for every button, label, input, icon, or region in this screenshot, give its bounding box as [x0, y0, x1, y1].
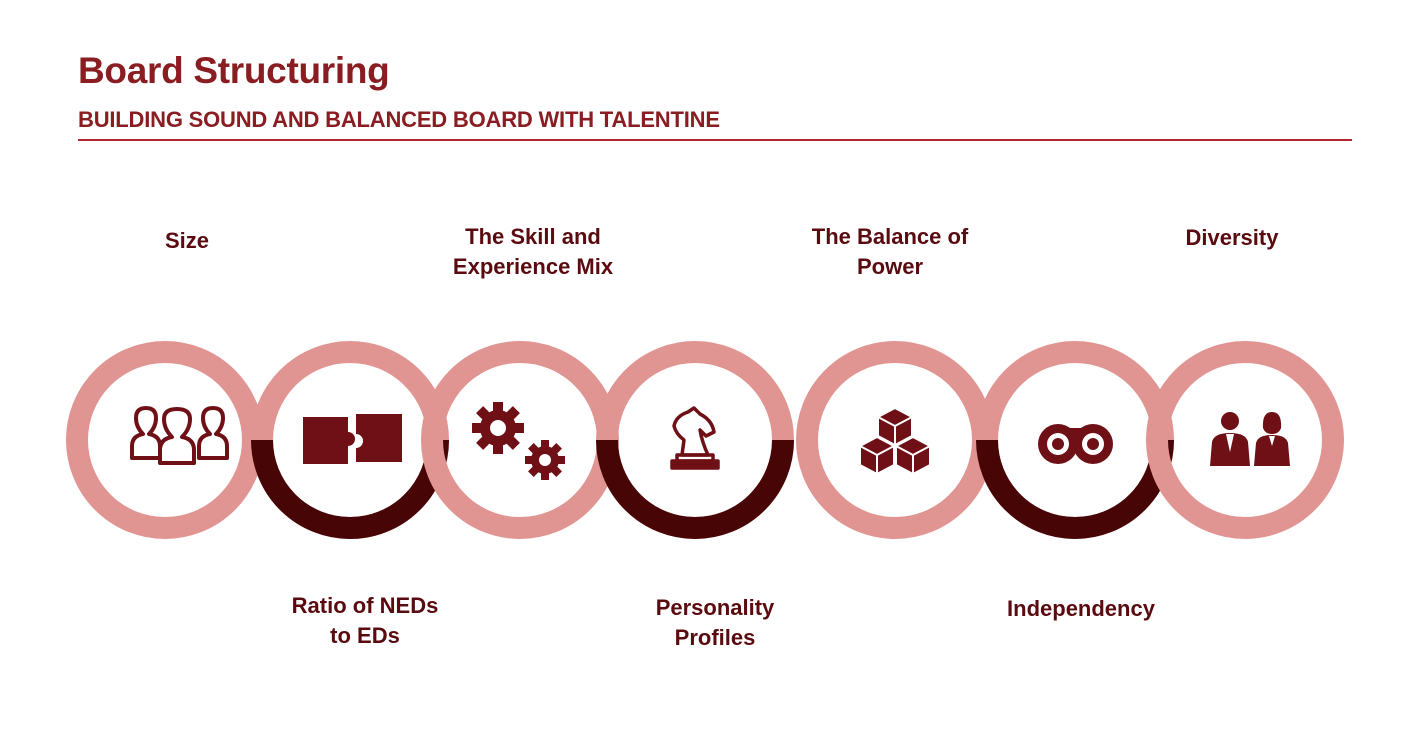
- chess-knight-icon: [670, 406, 720, 470]
- label-ratio-neds: Ratio of NEDs to EDs: [291, 593, 439, 648]
- label-balance-power: The Balance of Power: [811, 224, 969, 279]
- group-icon: [130, 406, 229, 465]
- label-size: Size: [164, 228, 210, 253]
- label-personality: Personality Profiles: [655, 595, 775, 650]
- page-subtitle: BUILDING SOUND AND BALANCED BOARD WITH T…: [78, 107, 720, 132]
- ring-personality: [596, 341, 794, 539]
- ring-skill-mix: [421, 341, 619, 539]
- label-skill-mix: The Skill and Experience Mix: [452, 224, 614, 279]
- ring-diversity: [1146, 341, 1344, 539]
- label-diversity: Diversity: [1185, 225, 1279, 250]
- puzzle-icon: [303, 414, 402, 464]
- label-independency: Independency: [1007, 596, 1155, 621]
- gears-icon: [472, 402, 565, 480]
- page-title: Board Structuring: [78, 50, 390, 91]
- binoculars-icon: [1038, 424, 1113, 464]
- title-divider: [78, 139, 1352, 141]
- cubes-icon: [859, 407, 931, 475]
- business-people-icon: [1210, 412, 1290, 466]
